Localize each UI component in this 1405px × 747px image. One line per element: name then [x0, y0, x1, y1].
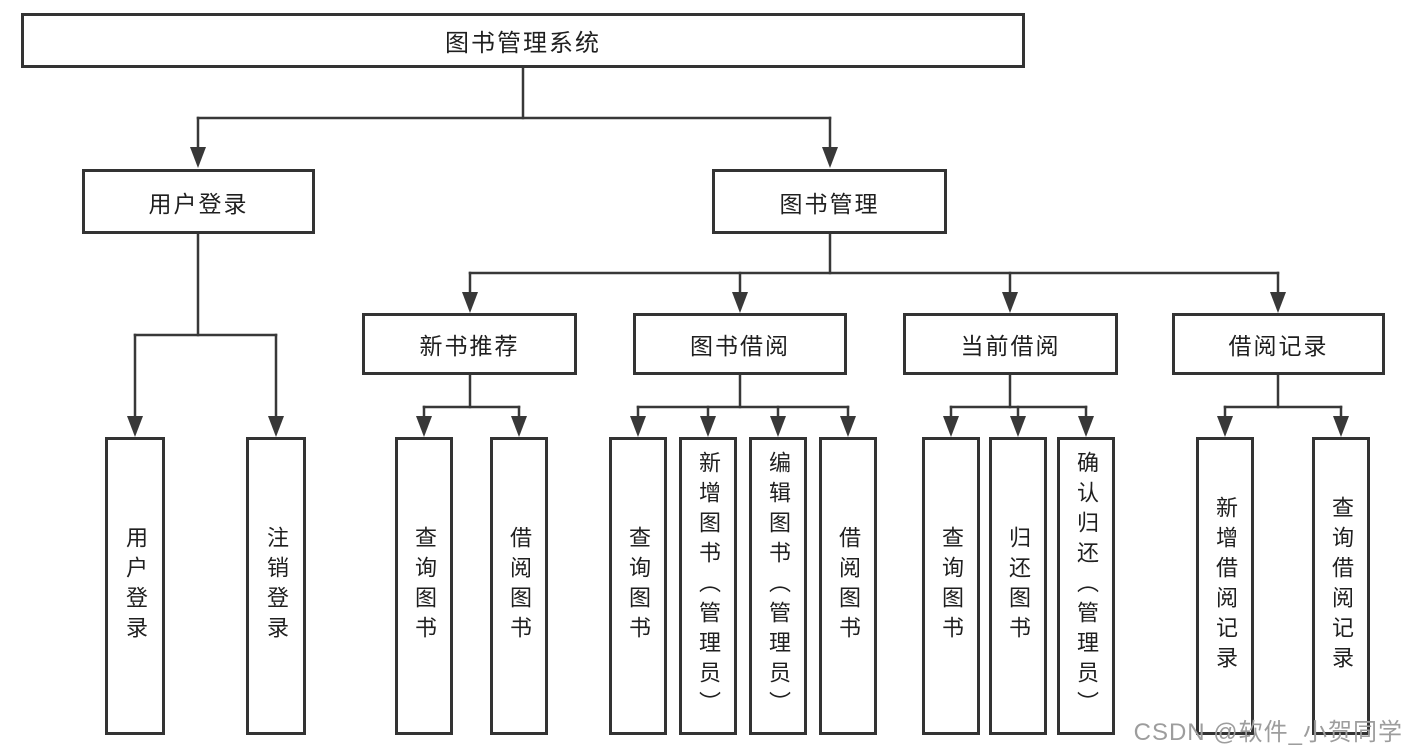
node-book-management: 图书管理	[712, 169, 947, 234]
leaf-add-borrow-record-label: 新增借阅记录	[1213, 496, 1238, 676]
csdn-watermark: CSDN @软件_小贺同学	[1133, 719, 1403, 746]
leaf-borrow-book-recommend: 借阅图书	[490, 437, 548, 735]
leaf-query-book-current-label: 查询图书	[939, 526, 964, 646]
leaf-return-book: 归还图书	[989, 437, 1047, 735]
leaf-confirm-return-admin: 确认归还（管理员）	[1057, 437, 1115, 735]
node-book-management-label: 图书管理	[779, 190, 880, 217]
leaf-query-book-recommend: 查询图书	[395, 437, 453, 735]
leaf-query-book-borrow-label: 查询图书	[626, 526, 651, 646]
leaf-logout: 注销登录	[246, 437, 306, 735]
node-book-borrow-label: 图书借阅	[690, 333, 790, 359]
node-root: 图书管理系统	[21, 13, 1025, 68]
node-borrow-records-label: 借阅记录	[1228, 333, 1329, 359]
leaf-query-borrow-record-label: 查询借阅记录	[1329, 496, 1354, 676]
node-book-borrow: 图书借阅	[633, 313, 847, 375]
leaf-logout-label: 注销登录	[264, 526, 289, 646]
leaf-borrow-book-label: 借阅图书	[836, 526, 861, 646]
node-new-book-recommend: 新书推荐	[362, 313, 577, 375]
leaf-add-borrow-record: 新增借阅记录	[1196, 437, 1254, 735]
leaf-query-book-current: 查询图书	[922, 437, 980, 735]
node-borrow-records: 借阅记录	[1172, 313, 1385, 375]
leaf-query-book-borrow: 查询图书	[609, 437, 667, 735]
leaf-borrow-book-recommend-label: 借阅图书	[507, 526, 532, 646]
leaf-user-login: 用户登录	[105, 437, 165, 735]
node-user-login: 用户登录	[82, 169, 315, 234]
node-root-label: 图书管理系统	[445, 30, 601, 57]
leaf-return-book-label: 归还图书	[1006, 526, 1031, 646]
node-user-login-label: 用户登录	[148, 190, 249, 217]
node-new-book-recommend-label: 新书推荐	[419, 333, 520, 359]
leaf-add-book-admin: 新增图书（管理员）	[679, 437, 737, 735]
leaf-user-login-label: 用户登录	[123, 526, 148, 646]
leaf-edit-book-admin: 编辑图书（管理员）	[749, 437, 807, 735]
leaf-borrow-book: 借阅图书	[819, 437, 877, 735]
leaf-add-book-admin-label: 新增图书（管理员）	[696, 451, 721, 721]
leaf-query-borrow-record: 查询借阅记录	[1312, 437, 1370, 735]
leaf-confirm-return-admin-label: 确认归还（管理员）	[1074, 451, 1099, 721]
leaf-edit-book-admin-label: 编辑图书（管理员）	[766, 451, 791, 721]
arrowhead-icons	[127, 147, 1349, 437]
node-current-borrow: 当前借阅	[903, 313, 1118, 375]
node-current-borrow-label: 当前借阅	[960, 333, 1061, 359]
leaf-query-book-recommend-label: 查询图书	[412, 526, 437, 646]
